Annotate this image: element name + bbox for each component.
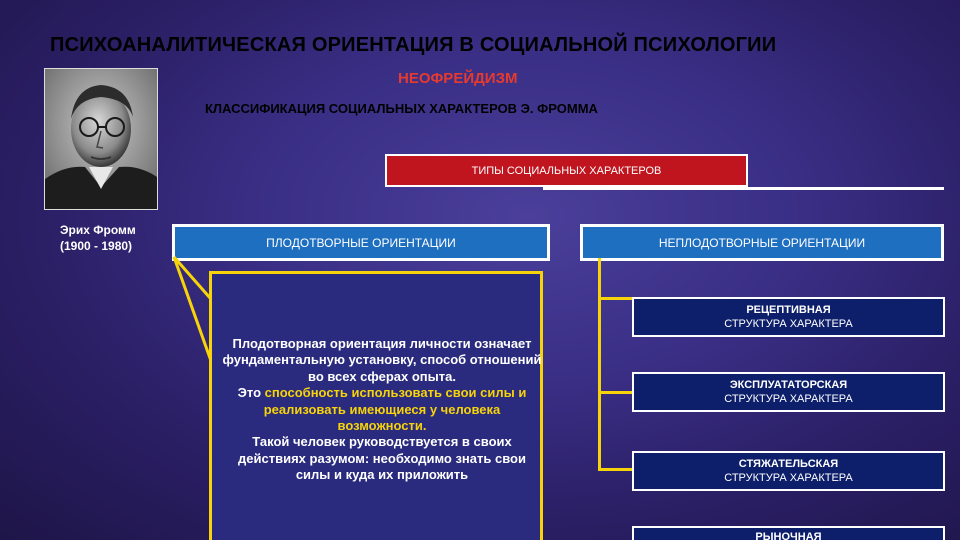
- type-suffix: СТРУКТУРА ХАРАКТЕРА: [724, 393, 853, 405]
- type-suffix: СТРУКТУРА ХАРАКТЕРА: [724, 472, 853, 484]
- type-card-marketing: РЫНОЧНАЯ: [632, 526, 945, 540]
- page-title: ПСИХОАНАЛИТИЧЕСКАЯ ОРИЕНТАЦИЯ В СОЦИАЛЬН…: [50, 34, 777, 56]
- description-p2-prefix: Это: [237, 385, 265, 401]
- subtitle: НЕОФРЕЙДИЗМ: [398, 70, 518, 87]
- description-p1: Плодотворная ориентация личности означае…: [222, 336, 542, 384]
- type-card-exploitative: ЭКСПЛУАТАТОРСКАЯ СТРУКТУРА ХАРАКТЕРА: [632, 372, 945, 412]
- classification-heading: КЛАССИФИКАЦИЯ СОЦИАЛЬНЫХ ХАРАКТЕРОВ Э. Ф…: [205, 101, 598, 116]
- portrait-caption: Эрих Фромм (1900 - 1980): [60, 222, 136, 254]
- description-text: Плодотворная ориентация личности означае…: [222, 336, 542, 484]
- unproductive-label: НЕПЛОДОТВОРНЫЕ ОРИЕНТАЦИИ: [658, 235, 866, 250]
- type-name: РЕЦЕПТИВНАЯ: [746, 304, 831, 316]
- type-suffix: СТРУКТУРА ХАРАКТЕРА: [724, 318, 853, 330]
- connector-line: [543, 187, 944, 190]
- types-header-label: ТИПЫ СОЦИАЛЬНЫХ ХАРАКТЕРОВ: [471, 164, 662, 177]
- portrait-photo: [44, 68, 158, 210]
- tree-branch-line: [598, 391, 632, 394]
- types-header-box: ТИПЫ СОЦИАЛЬНЫХ ХАРАКТЕРОВ: [385, 154, 748, 187]
- productive-label: ПЛОДОТВОРНЫЕ ОРИЕНТАЦИИ: [266, 235, 456, 250]
- description-box: [209, 271, 543, 540]
- tree-trunk-line: [598, 258, 601, 470]
- portrait-name: Эрих Фромм: [60, 223, 136, 237]
- unproductive-orientations-box: НЕПЛОДОТВОРНЫЕ ОРИЕНТАЦИИ: [580, 224, 944, 261]
- type-card-hoarding: СТЯЖАТЕЛЬСКАЯ СТРУКТУРА ХАРАКТЕРА: [632, 451, 945, 491]
- type-name: РЫНОЧНАЯ: [755, 531, 822, 540]
- type-name: ЭКСПЛУАТАТОРСКАЯ: [729, 379, 848, 391]
- type-card-receptive: РЕЦЕПТИВНАЯ СТРУКТУРА ХАРАКТЕРА: [632, 297, 945, 337]
- description-p2-highlight: способность использовать свои силы и реа…: [263, 385, 527, 434]
- productive-orientations-box: ПЛОДОТВОРНЫЕ ОРИЕНТАЦИИ: [172, 224, 550, 261]
- tree-branch-line: [598, 297, 632, 300]
- type-name: СТЯЖАТЕЛЬСКАЯ: [738, 458, 839, 470]
- tree-branch-line: [598, 468, 632, 471]
- portrait-years: (1900 - 1980): [60, 239, 133, 253]
- description-p3: Такой человек руководствуется в своих де…: [238, 434, 526, 483]
